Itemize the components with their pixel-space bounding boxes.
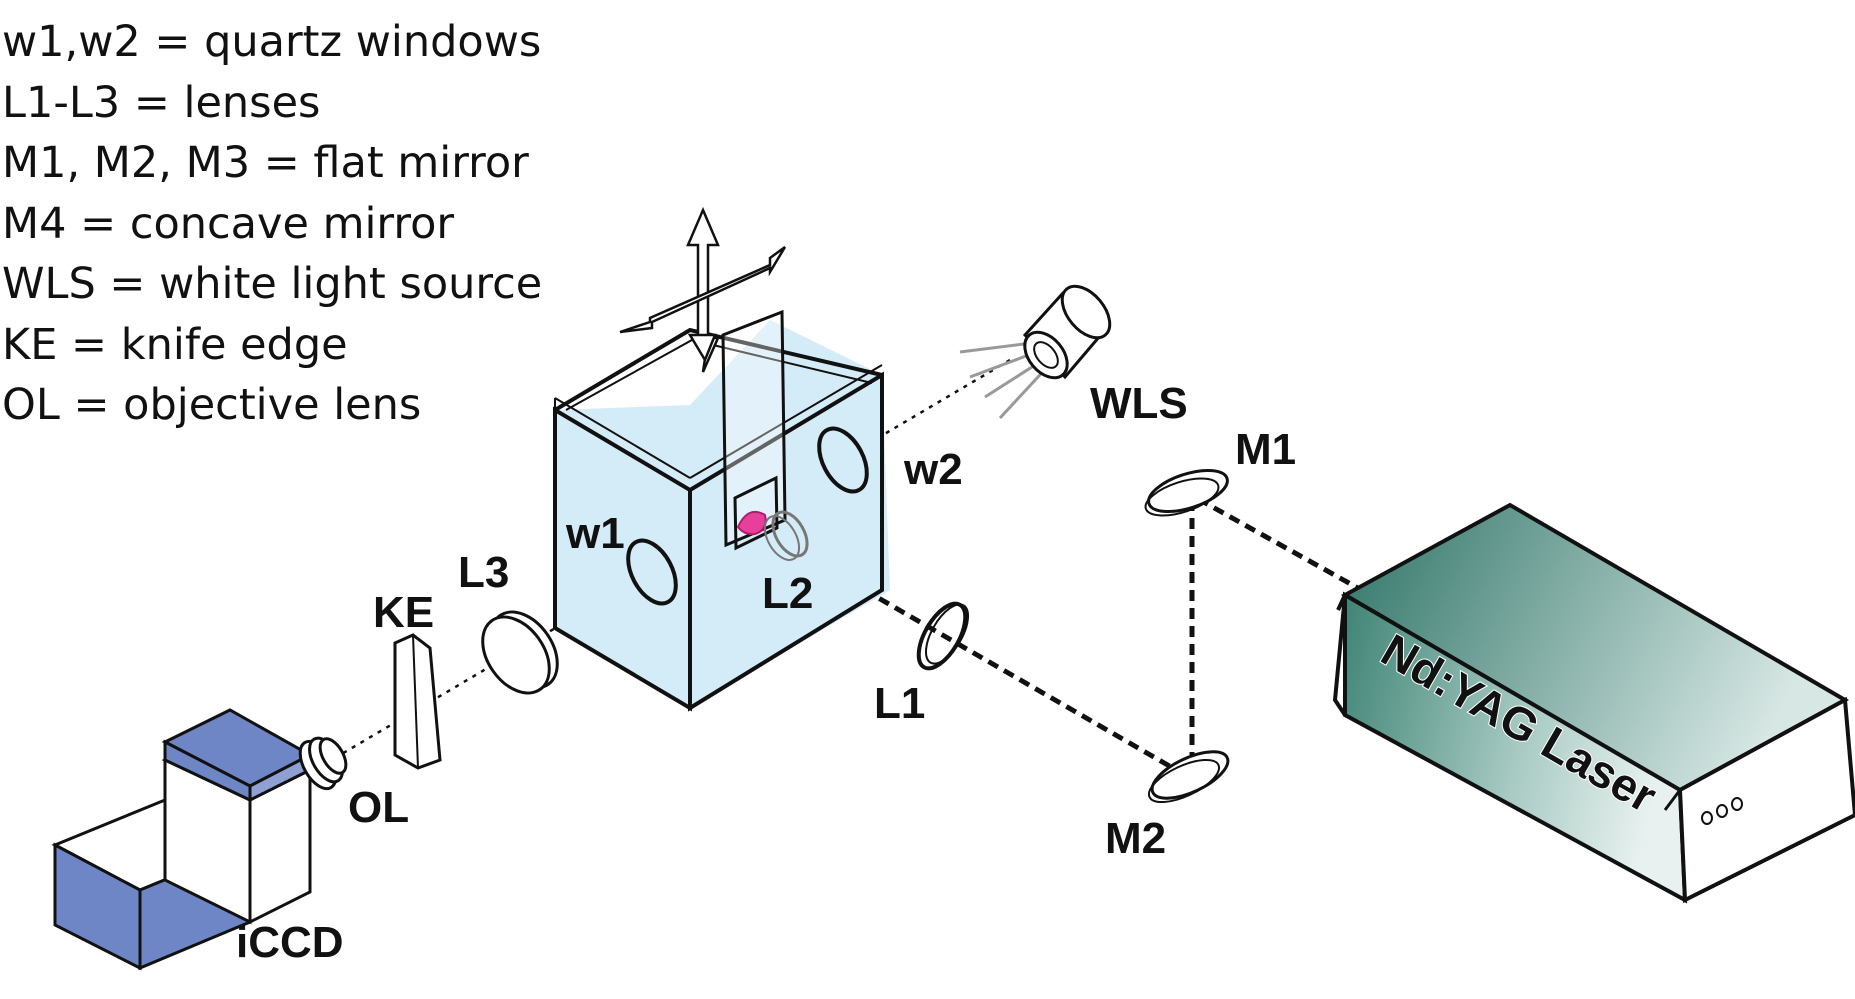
label-l3: L3	[458, 548, 509, 597]
label-m2: M2	[1105, 814, 1166, 863]
nd-yag-laser	[1332, 502, 1855, 904]
knife-edge	[393, 633, 442, 770]
legend-item: M4 = concave mirror	[2, 198, 455, 249]
label-l2: L2	[762, 569, 813, 618]
mirror-m1	[1144, 468, 1229, 517]
laser-indicator-lights	[1701, 797, 1743, 825]
legend-item: M1, M2, M3 = flat mirror	[2, 138, 529, 188]
translation-arrows-icon	[619, 206, 787, 373]
label-l1: L1	[874, 679, 925, 728]
legend: w1,w2 = quartz windows L1-L3 = lenses M1…	[2, 12, 542, 436]
legend-item: KE = knife edge	[2, 319, 348, 370]
sample-cell	[553, 309, 890, 712]
laser-beam-path	[776, 497, 1367, 778]
legend-item: L1-L3 = lenses	[2, 77, 321, 128]
label-w2: w2	[903, 445, 963, 494]
iccd-camera	[51, 708, 348, 971]
label-ol: OL	[348, 783, 409, 832]
label-wls: WLS	[1090, 379, 1188, 428]
lens-l3	[481, 610, 559, 695]
label-m1: M1	[1235, 425, 1296, 474]
white-light-source	[959, 284, 1112, 420]
label-ke: KE	[373, 588, 434, 637]
legend-item: w1,w2 = quartz windows	[2, 17, 542, 67]
legend-item: OL = objective lens	[2, 380, 422, 430]
lens-l1	[916, 601, 969, 671]
legend-item: WLS = white light source	[2, 259, 543, 309]
label-iccd: iCCD	[236, 918, 344, 967]
label-w1: w1	[565, 509, 625, 558]
mirror-m2	[1147, 750, 1230, 804]
